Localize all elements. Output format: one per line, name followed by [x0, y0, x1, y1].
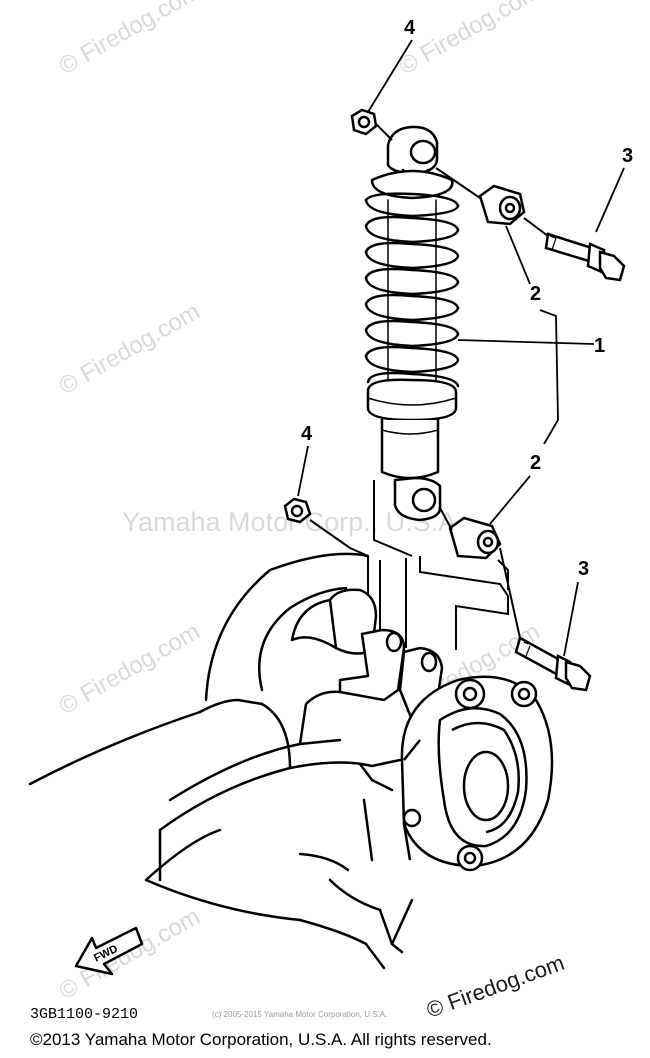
callout-leaders	[297, 39, 625, 657]
small-copyright: (c) 2005-2015 Yamaha Motor Corporation, …	[212, 1010, 387, 1019]
swingarm-housing	[28, 552, 444, 970]
callout-3-top: 3	[622, 145, 633, 167]
watermark-firedog: © Firedog.com	[395, 0, 545, 80]
callout-2-top: 2	[530, 283, 541, 305]
callout-4-top: 4	[404, 17, 416, 39]
watermark-firedog-dark: © Firedog.com	[423, 950, 567, 1023]
bolt-bottom	[514, 636, 592, 692]
callout-2-bottom: 2	[530, 452, 541, 474]
callout-labels: 1 2 2 3 3 4 4	[301, 17, 633, 580]
watermark-firedog: © Firedog.com	[55, 903, 205, 1005]
callout-4-bottom: 4	[301, 423, 313, 445]
nut-bottom	[283, 497, 312, 524]
nut-top	[350, 108, 378, 136]
callout-1: 1	[594, 335, 605, 357]
diagram-code: 3GB1100-9210	[30, 1006, 138, 1023]
callout-3-bottom: 3	[578, 558, 589, 580]
bushing-bottom	[448, 516, 502, 560]
watermark-firedog: © Firedog.com	[55, 298, 205, 400]
bushing-top	[478, 184, 526, 226]
footer-copyright: ©2013 Yamaha Motor Corporation, U.S.A. A…	[30, 1030, 492, 1049]
wheel-hub	[400, 675, 554, 872]
shock-absorber	[364, 125, 460, 522]
fwd-direction-arrow: FWD	[74, 926, 144, 976]
watermark-firedog: © Firedog.com	[55, 0, 205, 80]
watermark-firedog: © Firedog.com	[55, 618, 205, 720]
bolt-top	[544, 232, 626, 282]
